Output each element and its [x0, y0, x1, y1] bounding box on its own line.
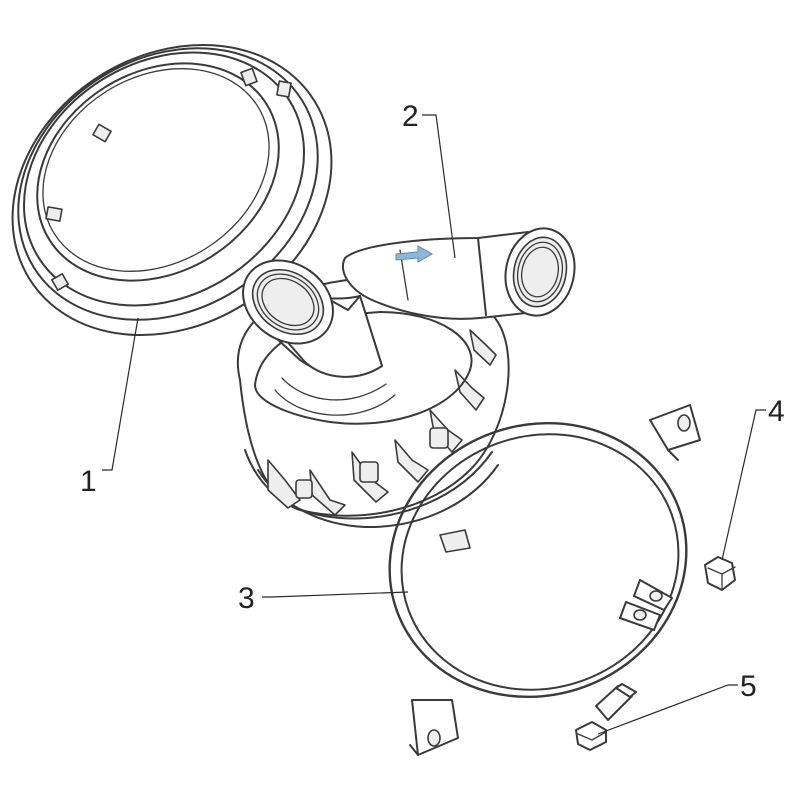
- callout-1: 1: [80, 465, 97, 498]
- callout-4: 4: [768, 395, 785, 428]
- callout-2: 2: [402, 100, 419, 133]
- callout-leaders: [102, 114, 766, 735]
- callout-5: 5: [740, 670, 757, 703]
- part-5-bolt: [575, 683, 637, 751]
- part-2-pump-housing: [237, 227, 576, 529]
- part-3-clamp-band: [388, 404, 701, 756]
- callout-3: 3: [238, 582, 255, 615]
- part-4-nut: [704, 556, 736, 591]
- part-1-seal-ring: [11, 43, 333, 337]
- flow-arrow-icon: [395, 245, 434, 263]
